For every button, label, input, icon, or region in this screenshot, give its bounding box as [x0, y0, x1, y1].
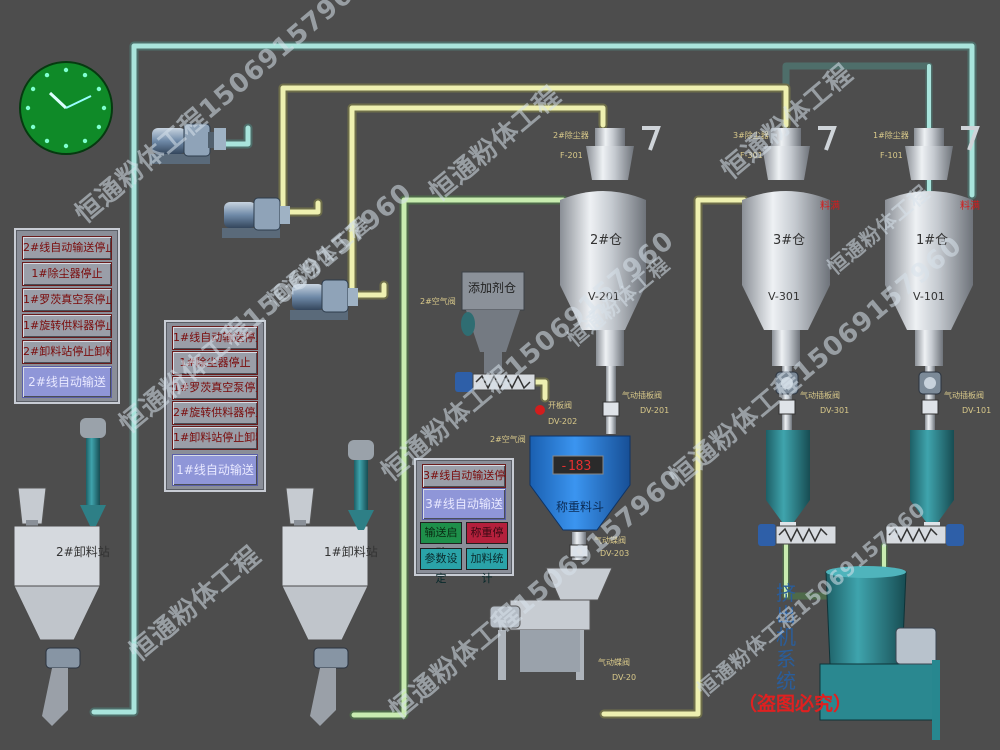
silo-3-tag: V-301: [768, 290, 800, 303]
roots-pump-1[interactable]: [150, 123, 226, 164]
feed-stats-button[interactable]: 加料统计: [466, 548, 508, 585]
filter-3-tag: F-301: [740, 151, 763, 160]
valve-dv101[interactable]: [921, 399, 939, 415]
unload-station-stop-button[interactable]: 1#卸料站停止卸料: [172, 426, 258, 450]
filter-3-label: 3#除尘器: [733, 130, 769, 140]
line3-control-panel: 3#线自动输送停止 3#线自动输送 输送启动 称重停止 参数设定 加料统计: [414, 458, 514, 585]
clock-tick: [30, 124, 36, 130]
valve-dv202-label: 开板阀: [548, 400, 572, 410]
pinch-valve-dv202[interactable]: [535, 405, 545, 415]
silo-3-label: 3#仓: [773, 233, 805, 248]
filter-2-label: 2#除尘器: [553, 130, 589, 140]
material-full-indicator-1: 料满: [960, 199, 980, 212]
line1-auto-button[interactable]: 1#线自动输送: [172, 454, 258, 486]
param-settings-button[interactable]: 参数设定: [420, 548, 462, 585]
unload-station-stop-button[interactable]: 2#卸料站停止卸料: [22, 340, 112, 364]
silo-2-tag: V-201: [588, 290, 620, 303]
filter-1-tag: F-101: [880, 151, 903, 160]
filter-1-label: 1#除尘器: [873, 130, 909, 140]
clock-tick: [63, 143, 69, 149]
rotary-valve-1[interactable]: [918, 371, 942, 395]
roots-pump-3[interactable]: [290, 279, 358, 320]
extruder-machine[interactable]: [819, 566, 940, 740]
extruder-hopper-3[interactable]: [766, 430, 810, 534]
material-full-indicator: 料满: [820, 199, 840, 212]
line2-control-panel: 2#线自动输送停止 1#除尘器停止 1#罗茨真空泵停止 1#旋转供料器停止 2#…: [14, 228, 120, 404]
roots-pump-stop-button[interactable]: 1#罗茨真空泵停止: [22, 288, 112, 312]
silo-2-label: 2#仓: [590, 233, 622, 248]
dust-collector-stop-button[interactable]: 1#除尘器停止: [22, 262, 112, 286]
screw-feeder-extruder-3[interactable]: [758, 524, 837, 546]
air-valve-label: 2#空气阀: [420, 296, 456, 306]
silo-2[interactable]: [560, 126, 661, 366]
valve-dv201-tag: DV-201: [640, 406, 669, 415]
valve-dv202-tag: DV-202: [548, 417, 577, 426]
dust-collector-stop-button[interactable]: 1#除尘器停止: [172, 351, 258, 375]
valve-dv201[interactable]: [602, 401, 620, 417]
valve-dv301-tag: DV-301: [820, 406, 849, 415]
extruder-hopper-1[interactable]: [910, 430, 954, 534]
line2-stop-button[interactable]: 2#线自动输送停止: [22, 236, 112, 260]
silo-1[interactable]: [885, 126, 980, 366]
crusher-machine[interactable]: [489, 567, 613, 680]
drop-pipes: [606, 366, 935, 434]
line1-control-panel: 1#线自动输送停止 1#除尘器停止 1#罗茨真空泵停止 2#旋转供料器停止 1#…: [164, 320, 266, 492]
air-valve-label-2: 2#空气阀: [490, 434, 526, 444]
valve-dv203-tag: DV-203: [600, 549, 629, 558]
unload-station-2-label: 2#卸料站: [56, 544, 110, 559]
filter-2-tag: F-201: [560, 151, 583, 160]
clock-tick: [96, 124, 102, 130]
line1-stop-button[interactable]: 1#线自动输送停止: [172, 326, 258, 350]
weigh-hopper[interactable]: [529, 435, 631, 560]
valve-dv204-tag: DV-20: [612, 673, 636, 682]
convey-start-button[interactable]: 输送启动: [420, 522, 462, 559]
rotary-feeder-stop-button[interactable]: 1#旋转供料器停止: [22, 314, 112, 338]
piracy-warning: （盗图必究）: [738, 692, 852, 715]
weigh-hopper-label: 称重料斗: [556, 500, 604, 514]
roots-pump-stop-button[interactable]: 1#罗茨真空泵停止: [172, 376, 258, 400]
clock-tick: [30, 86, 36, 92]
clock-tick: [101, 105, 107, 111]
clock-tick: [82, 72, 88, 78]
rotary-feeder-stop-button[interactable]: 2#旋转供料器停止: [172, 401, 258, 425]
weigh-readout: -183: [560, 459, 591, 474]
roots-pump-2[interactable]: [222, 197, 290, 238]
silo-1-label: 1#仓: [916, 233, 948, 248]
additive-label: 添加剂仓: [468, 280, 516, 295]
pipe-yellow: [278, 83, 791, 719]
clock-icon: [19, 61, 113, 155]
silo-1-tag: V-101: [913, 290, 945, 303]
rotary-valve-3[interactable]: [775, 371, 799, 395]
line3-auto-button[interactable]: 3#线自动输送: [422, 488, 506, 520]
clock-tick: [82, 138, 88, 144]
valve-dv101-label: 气动插板阀: [944, 390, 984, 400]
valve-dv301[interactable]: [778, 399, 796, 415]
clock-tick: [63, 67, 69, 73]
additive-bin[interactable]: [461, 271, 525, 374]
valve-dv201-label: 气动插板阀: [622, 390, 662, 400]
clock-tick: [25, 105, 31, 111]
clock-tick: [96, 86, 102, 92]
clock-tick: [44, 72, 50, 78]
weigh-stop-button[interactable]: 称重停止: [466, 522, 508, 559]
unload-station-1-label: 1#卸料站: [324, 544, 378, 559]
valve-dv203-label: 气动蝶阀: [594, 535, 626, 545]
valve-dv204-label: 气动蝶阀: [598, 657, 630, 667]
valve-dv101-tag: DV-101: [962, 406, 991, 415]
clock-tick: [44, 138, 50, 144]
screw-feeder-extruder-1[interactable]: [885, 524, 964, 546]
silo-3[interactable]: [742, 126, 837, 366]
extruder-system-label: 挤 出 机 系 统: [776, 581, 802, 693]
valve-dv301-label: 气动插板阀: [800, 390, 840, 400]
unload-station-1[interactable]: [281, 440, 374, 726]
line2-auto-button[interactable]: 2#线自动输送: [22, 366, 112, 398]
unload-station-2[interactable]: [13, 418, 106, 726]
screw-feeder-additive[interactable]: [455, 372, 536, 392]
line3-stop-button[interactable]: 3#线自动输送停止: [422, 464, 506, 488]
